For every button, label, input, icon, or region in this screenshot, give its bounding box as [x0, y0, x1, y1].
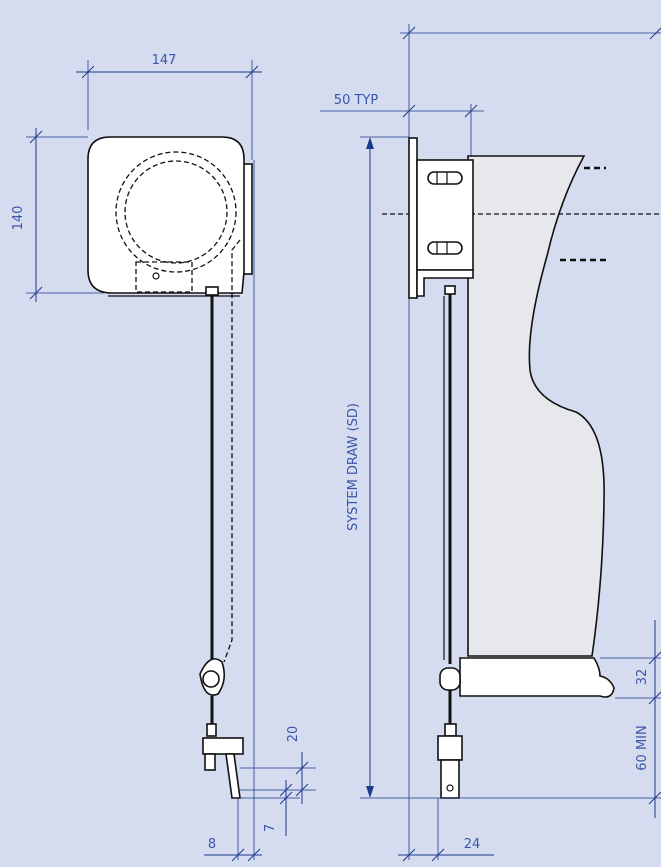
cord-connector [199, 658, 226, 696]
bracket-offset-label: 50 TYP [334, 93, 379, 108]
housing-height-label: 140 [11, 206, 26, 231]
bottom-rail [439, 657, 615, 698]
bottom-rail-label: 32 [635, 669, 650, 686]
system-draw-dimension: SYSTEM DRAW (SD) [346, 136, 661, 799]
front-view: 50 TYP [320, 24, 661, 862]
bottom-rail-dimension: 32 60 MIN [600, 620, 661, 818]
bottom-width-dimension: 24 [398, 798, 494, 862]
roller-housing [87, 136, 253, 297]
bracket-offset-dimension: 50 TYP [320, 93, 484, 158]
housing-width-label: 147 [152, 53, 177, 68]
system-draw-label: SYSTEM DRAW (SD) [346, 403, 361, 531]
bottom-width-label: 24 [464, 837, 481, 852]
side-view: 147 140 [11, 53, 316, 862]
housing-height-dimension: 140 [11, 128, 104, 302]
cord-path-hidden [223, 239, 241, 663]
mounting-bracket [408, 137, 474, 299]
cleat-gap-label: 20 [286, 726, 301, 743]
cleat-offset-label: 7 [263, 824, 278, 832]
housing-width-dimension: 147 [76, 53, 262, 160]
bottom-cleat [202, 723, 244, 799]
cleat-gap-dimension: 20 [240, 726, 316, 804]
wall-gap-dimension: 8 [204, 837, 262, 862]
wall-gap-label: 8 [208, 837, 216, 852]
min-clearance-label: 60 MIN [635, 725, 650, 770]
cleat-offset-dimension: 7 [240, 780, 300, 836]
fabric-panel [467, 155, 605, 657]
front-bottom-cleat [437, 690, 463, 799]
